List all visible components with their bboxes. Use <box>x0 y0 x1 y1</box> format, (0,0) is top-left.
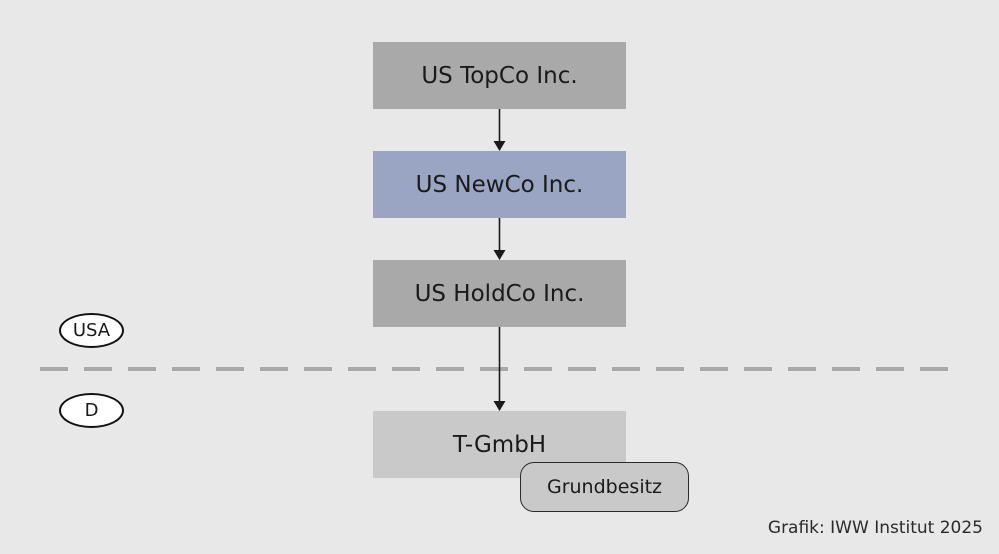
node-us-holdco-label: US HoldCo Inc. <box>414 280 585 307</box>
property-tag-grundbesitz: Grundbesitz <box>520 462 689 512</box>
node-us-topco: US TopCo Inc. <box>373 42 626 109</box>
node-us-topco-label: US TopCo Inc. <box>421 62 578 89</box>
region-badge-usa-label: USA <box>72 320 111 341</box>
node-us-newco-label: US NewCo Inc. <box>415 171 584 198</box>
image-credit: Grafik: IWW Institut 2025 <box>767 518 983 538</box>
region-badge-usa: USA <box>59 313 124 348</box>
region-badge-d-label: D <box>84 400 99 421</box>
property-tag-label: Grundbesitz <box>546 476 663 498</box>
node-t-gmbh-label: T-GmbH <box>452 431 547 458</box>
region-badge-d: D <box>59 393 124 428</box>
node-us-newco: US NewCo Inc. <box>373 151 626 218</box>
node-us-holdco: US HoldCo Inc. <box>373 260 626 327</box>
